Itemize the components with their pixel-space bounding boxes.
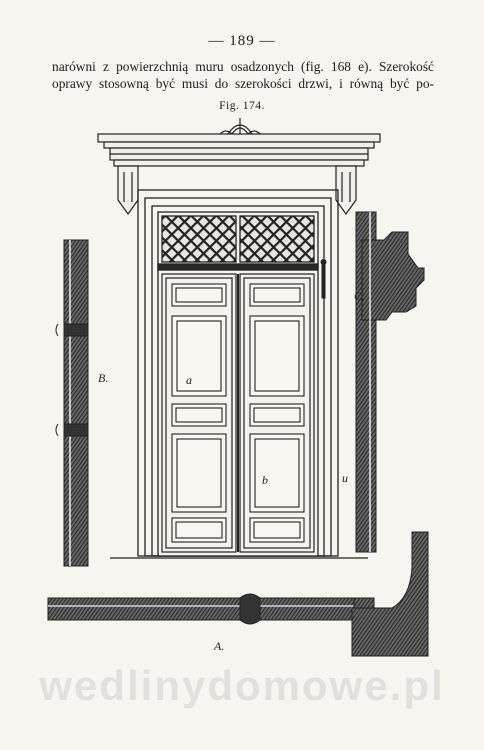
text-line-1: narówni z powierzchnią muru osadzonych (…: [52, 59, 434, 74]
door-cornice: [97, 133, 381, 167]
label-a: A.: [213, 639, 224, 653]
right-leaf-panels: [249, 283, 305, 543]
cornice-ornament: [219, 118, 261, 135]
console-brackets: [117, 165, 357, 216]
panel-right-mark: b: [262, 473, 268, 487]
label-b: B.: [98, 371, 108, 385]
wall-section: [351, 531, 429, 657]
text-line-2: oprawy stosowną być musi do szerokości d…: [52, 76, 434, 91]
profile-a: [47, 593, 375, 625]
left-leaf-panels: [171, 283, 227, 543]
page-number: — 189 —: [208, 33, 276, 49]
label-u: u: [342, 471, 348, 485]
label-c: C.: [354, 289, 365, 303]
body-text: narówni z powierzchnią muru osadzonych (…: [52, 58, 434, 92]
door-illustration: a b B. C. u A.: [47, 118, 429, 657]
door-leaves: [161, 273, 315, 553]
profile-b: [55, 239, 89, 567]
door-handle-icon: [320, 259, 327, 299]
figure-caption: Fig. 174.: [219, 100, 265, 112]
watermark: wedlinydomowe.pl: [39, 662, 445, 709]
profile-c: [355, 211, 425, 553]
transom-windows: [157, 215, 319, 271]
panel-left-mark: a: [186, 373, 192, 387]
